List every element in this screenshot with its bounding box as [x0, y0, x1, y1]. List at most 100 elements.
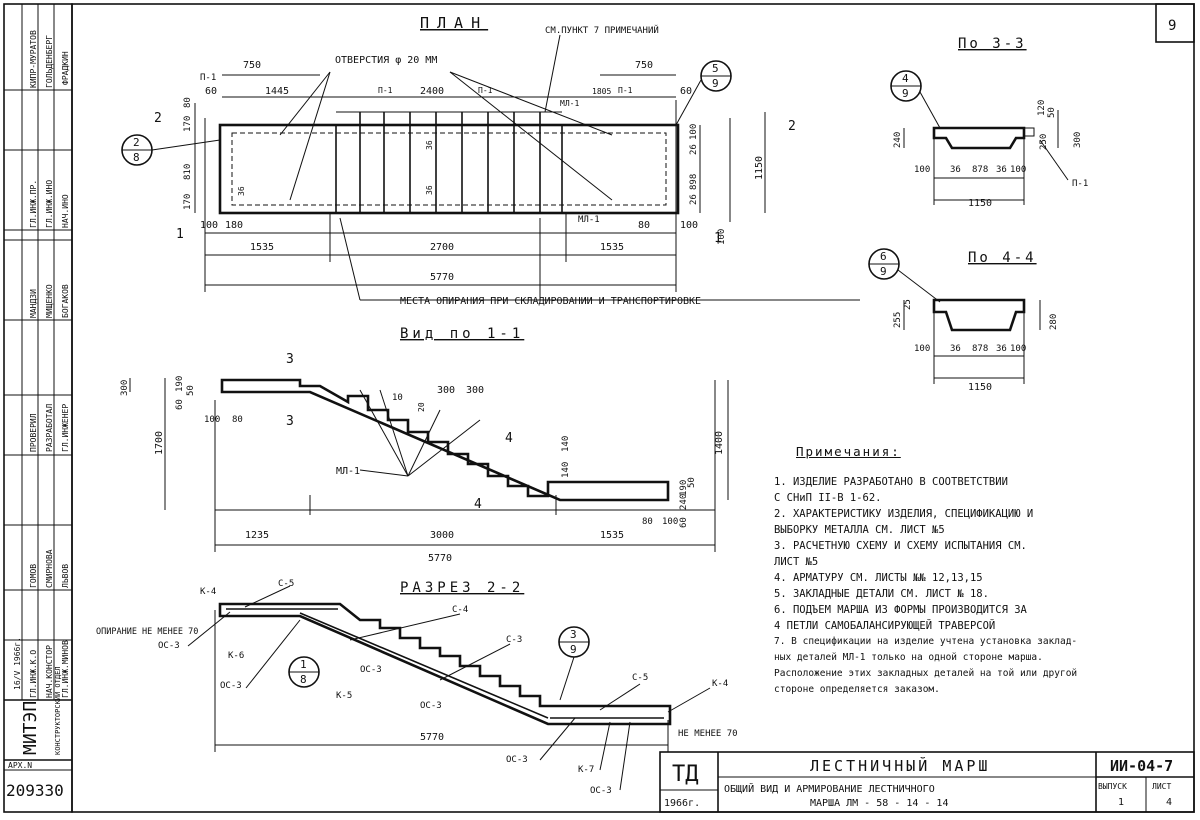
stamp-role: ЛЬВОВ	[61, 564, 70, 588]
label-p1: П-1	[1072, 179, 1088, 189]
section33-profile	[932, 126, 1026, 150]
notes-header: Примечания:	[796, 444, 901, 459]
ref-circle: 9	[712, 77, 719, 90]
stamp-role: СМИРНОВА	[45, 549, 54, 588]
note-line: ЛИСТ №5	[774, 556, 819, 568]
ref-circle: 5	[712, 62, 719, 75]
section-profile	[218, 602, 672, 726]
dim: 36	[950, 165, 961, 175]
bar-label: К-4	[712, 679, 728, 689]
stamp-dept: КОНСТРУКТОРСКИЙ ОТДЕЛ	[53, 666, 62, 755]
dim: 280	[1049, 314, 1059, 330]
sheet-label: ЛИСТ	[1152, 782, 1171, 791]
stamp-role: ГЛ.ИНЖ.ИНО	[45, 180, 54, 228]
dim: 140	[561, 462, 571, 478]
support-right: НЕ МЕНЕЕ 70	[678, 729, 738, 739]
cut-mark: 4	[474, 497, 482, 512]
cut-mark: 2	[154, 111, 162, 126]
section-4-4: По 4-4 255 25 280 100 36 878 36 100 1150…	[868, 248, 1059, 393]
dim: 100	[689, 124, 699, 140]
dim: 36	[425, 185, 434, 195]
bar-label: С-3	[506, 635, 522, 645]
dim: 50	[186, 385, 196, 396]
year: 1966г.	[664, 798, 700, 809]
section-2-2: РАЗРЕЗ 2-2 5770 К-4 С-5 С-4 С-3 ОС-3 К-6…	[96, 579, 738, 796]
label-ml1: МЛ-1	[578, 215, 600, 225]
issue-label: ВЫПУСК	[1098, 782, 1127, 791]
stamp-role: ГЛ.ИНЖ.МИНОВ	[61, 640, 70, 698]
dim: 5770	[428, 553, 452, 564]
cut-mark: 3	[286, 414, 294, 429]
bar-label: ОС-3	[360, 665, 382, 675]
note-line: С СНиП II-В 1-62.	[774, 492, 882, 504]
label-ml1: МЛ-1	[336, 466, 360, 477]
dim: 750	[243, 60, 261, 71]
ref-circle: 4	[902, 72, 909, 85]
dim: 250	[1039, 134, 1049, 150]
dim: 255	[893, 312, 903, 328]
dim: 1700	[154, 431, 165, 455]
dim: 190	[175, 376, 185, 392]
stamp-role: НАЧ.ИНО	[61, 194, 70, 228]
dim: 1400	[714, 431, 725, 455]
dim: 5770	[430, 272, 454, 283]
dim: 1150	[754, 156, 765, 180]
dim: 80	[183, 97, 193, 108]
dim: 1535	[600, 242, 624, 253]
stamp-date: 16/V 1966г.	[13, 637, 22, 690]
dim: 1805	[592, 87, 611, 96]
stamp-role: БОГАКОВ	[61, 284, 70, 318]
dim: 25	[903, 299, 913, 310]
cut-mark: 4	[505, 431, 513, 446]
dim: 36	[425, 140, 434, 150]
bar-label: С-5	[278, 579, 294, 589]
stamp-role: ФРАДКИН	[61, 51, 70, 85]
bar-label: К-4	[200, 587, 216, 597]
dim: 300	[466, 385, 484, 396]
dim: 878	[972, 165, 988, 175]
title-block: ТД 1966г. ЛЕСТНИЧНЫЙ МАРШ ОБЩИЙ ВИД И АР…	[659, 751, 1195, 813]
dim: 80	[642, 517, 653, 527]
note-line: 3. РАСЧЕТНУЮ СХЕМУ И СХЕМУ ИСПЫТАНИЯ СМ.	[774, 540, 1027, 552]
dim: 170	[183, 194, 193, 210]
bar-label: ОС-3	[220, 681, 242, 691]
sheet-subtitle-2: МАРША ЛМ - 58 - 14 - 14	[810, 798, 948, 809]
dim: 100	[204, 415, 220, 425]
note-line: 1. ИЗДЕЛИЕ РАЗРАБОТАНО В СООТВЕТСТВИИ	[774, 476, 1008, 488]
bar-label: К-5	[336, 691, 352, 701]
bar-label: С-4	[452, 605, 468, 615]
bar-label: ОС-3	[506, 755, 528, 765]
dim: 300	[437, 385, 455, 396]
ref-circle: 9	[570, 643, 577, 656]
dim: 100	[662, 517, 678, 527]
bar-label: ОС-3	[420, 701, 442, 711]
dim: 36	[996, 165, 1007, 175]
sheet-subtitle-1: ОБЩИЙ ВИД И АРМИРОВАНИЕ ЛЕСТНИЧНОГО	[724, 782, 935, 795]
archive-label: АРХ.N	[8, 761, 32, 770]
section44-profile	[932, 298, 1026, 332]
dim: 100	[680, 220, 698, 231]
dim: 50	[687, 477, 697, 488]
dim: 180	[225, 220, 243, 231]
archive-number: 209330	[6, 781, 64, 800]
dim: 3000	[430, 530, 454, 541]
dim: 1150	[968, 382, 992, 393]
view11-title: Вид по 1-1	[400, 326, 524, 342]
dim: 1150	[968, 198, 992, 209]
section33-title: По 3-3	[958, 36, 1027, 52]
notes-block: Примечания: 1. ИЗДЕЛИЕ РАЗРАБОТАНО В СОО…	[774, 444, 1194, 698]
support-note: МЕСТА ОПИРАНИЯ ПРИ СКЛАДИРОВАНИИ И ТРАНС…	[400, 296, 701, 307]
holes-note: ОТВЕРСТИЯ φ 20 ММ	[335, 55, 437, 66]
bar-label: ОС-3	[158, 641, 180, 651]
ref-circle: 9	[880, 265, 887, 278]
stamp-role: ГЛ.ИНЖ.К.О	[29, 650, 38, 698]
plan-view: ПЛАН СМ.ПУНКТ 7 ПРИМЕЧАНИЙ ОТВЕРСТИЯ φ 2…	[121, 14, 860, 307]
ref-circle: 8	[133, 151, 140, 164]
stamp-role: МИЩЕНКО	[45, 284, 54, 318]
dim: 60	[205, 86, 217, 97]
dim: 100	[1010, 165, 1026, 175]
stamp-role: КИПР-МУРАТОВ	[29, 30, 38, 88]
stamp-role: ГОЛЬДЕНБЕРГ	[45, 35, 54, 88]
dim: 5770	[420, 732, 444, 743]
dim: 60	[680, 86, 692, 97]
